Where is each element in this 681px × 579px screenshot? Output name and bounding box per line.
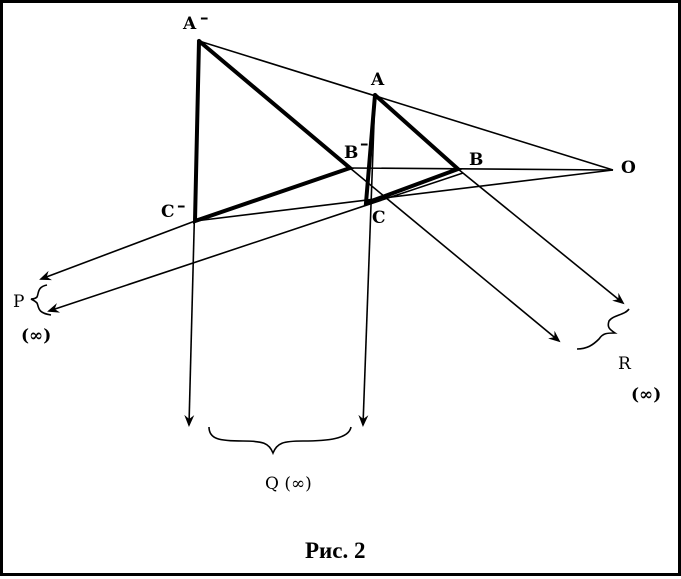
perspective-diagram: A – A B – B C – C O P (∞) Q (∞) R (∞) Ри… xyxy=(13,8,661,563)
label-c-prime: C xyxy=(161,202,175,222)
line-c-prime-to-p xyxy=(39,220,196,281)
line-c-prime-to-o xyxy=(194,169,614,222)
label-b-prime: B xyxy=(344,143,358,163)
label-a-prime-mark: – xyxy=(200,8,209,28)
brace-r xyxy=(576,308,630,350)
label-r-infinity: (∞) xyxy=(631,385,661,405)
brace-p xyxy=(30,284,52,316)
triangle-a-prime-b-prime-c-prime xyxy=(192,39,354,224)
line-a-to-q xyxy=(358,94,376,427)
label-q-infinity: Q (∞) xyxy=(265,474,312,494)
line-b-to-r xyxy=(457,168,625,305)
label-p-infinity: (∞) xyxy=(21,326,51,346)
label-p: P xyxy=(13,292,24,312)
line-a-prime-to-o xyxy=(198,40,614,171)
line-c-to-p xyxy=(47,172,464,313)
label-c: C xyxy=(372,208,386,228)
label-a: A xyxy=(370,70,385,90)
line-b-prime-to-o xyxy=(349,167,614,171)
label-o: O xyxy=(621,158,636,178)
triangle-abc xyxy=(363,93,462,206)
line-b-prime-to-r xyxy=(349,167,561,343)
label-a-prime: A xyxy=(182,14,197,34)
figure-caption: Рис. 2 xyxy=(305,538,366,563)
label-c-prime-mark: – xyxy=(177,196,186,216)
label-b: B xyxy=(469,150,483,170)
brace-q xyxy=(208,426,352,456)
label-b-prime-mark: – xyxy=(360,134,369,154)
label-r: R xyxy=(618,354,632,374)
